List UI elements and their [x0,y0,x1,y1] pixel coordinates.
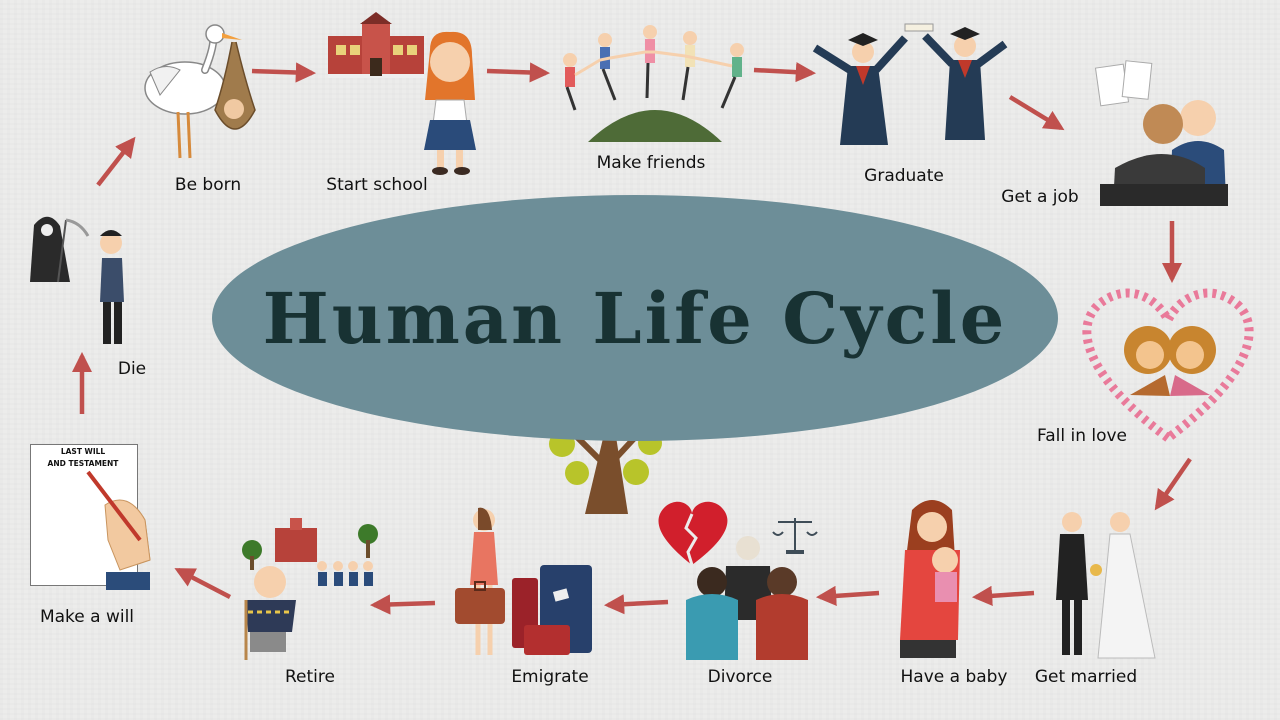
page-title: Human Life Cycle [262,276,1008,360]
judge-scales-icon [686,518,818,660]
arrow-born-to-school [251,62,317,83]
flow-arrows [71,62,1192,615]
arrow-emigrate-to-retire [369,594,436,615]
grim-reaper-icon [30,216,90,283]
wedding-couple-icon [1056,512,1156,659]
will-document-heading: LAST WILL AND TESTAMENT [36,446,130,470]
stage-label-die: Die [117,359,147,379]
stage-label-retire: Retire [285,667,335,687]
grandfather-cane-icon [242,518,378,660]
arrow-graduate-to-job [1008,95,1065,131]
stage-label-get-a-job: Get a job [1001,187,1079,207]
schoolgirl-icon [424,31,476,175]
arrow-retire-to-will [174,568,232,599]
children-holding-hands-icon [563,25,744,142]
arrow-love-to-married [1154,457,1192,511]
will-heading-line2: AND TESTAMENT [47,459,119,468]
school-building-icon [328,12,424,78]
arrow-married-to-baby [971,585,1035,606]
stage-label-make-a-will: Make a will [39,607,135,627]
sad-man-icon [100,230,124,344]
arrow-divorce-to-emigrate [603,594,669,615]
stage-label-be-born: Be born [174,175,242,195]
stage-label-have-a-baby: Have a baby [900,667,1008,687]
couple-heart-frame-icon [1082,288,1254,444]
stage-label-start-school: Start school [326,175,428,195]
will-heading-line1: LAST WILL [60,447,106,456]
stage-label-fall-in-love: Fall in love [1036,426,1128,446]
job-interview-icon [1094,60,1228,206]
title-ellipse [212,195,1058,441]
arrow-baby-to-divorce [815,585,880,607]
arrow-school-to-friends [486,62,551,83]
broken-heart-icon [658,501,728,566]
arrow-die-to-born [96,136,136,187]
stage-label-divorce: Divorce [707,667,773,687]
stage-label-make-friends: Make friends [596,153,706,173]
stage-label-get-married: Get married [1034,667,1138,687]
stage-label-graduate: Graduate [864,166,944,186]
stork-icon [144,24,256,159]
luggage-icon [455,507,592,655]
mother-baby-icon [900,500,960,658]
graduates-icon [812,23,1008,145]
arrow-friends-to-graduate [753,62,817,83]
stage-label-emigrate: Emigrate [511,667,589,687]
